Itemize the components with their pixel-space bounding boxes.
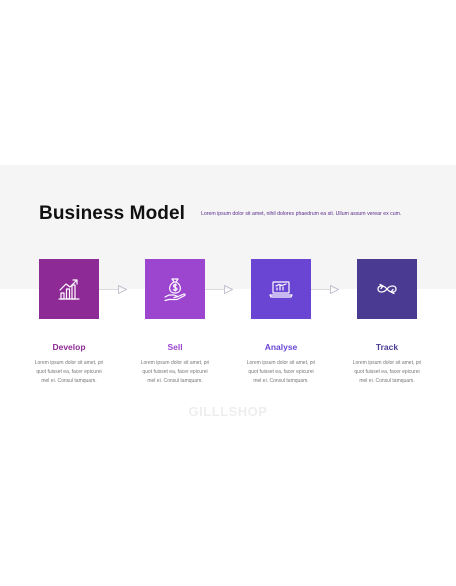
laptop-chart-icon <box>269 281 293 298</box>
description-line: mel ei. Consul tamquam. <box>41 378 97 384</box>
track-step-description: Lorem ipsum dolor sit amet, pri quot fui… <box>342 359 432 386</box>
description-line: quot fuisset ea, facer epicurei <box>142 369 208 375</box>
description-line: Lorem ipsum dolor sit amet, pri <box>34 360 104 366</box>
develop-step-title: Develop <box>52 342 86 352</box>
sell-step-box <box>145 259 205 319</box>
infinity-arrows-icon <box>377 283 397 295</box>
growth-chart-icon <box>58 279 80 300</box>
analyse-step-description: Lorem ipsum dolor sit amet, pri quot fui… <box>236 359 326 386</box>
description-line: Lorem ipsum dolor sit amet, pri <box>352 360 422 366</box>
description-line: Lorem ipsum dolor sit amet, pri <box>140 360 210 366</box>
money-bag-hand-icon <box>164 278 186 302</box>
slide-title: Business Model <box>39 203 186 224</box>
sell-step-title: Sell <box>167 342 183 352</box>
triangle-arrow-icon <box>330 285 339 294</box>
description-line: Lorem ipsum dolor sit amet, pri <box>246 360 316 366</box>
description-line: mel ei. Consul tamquam. <box>147 378 203 384</box>
connector-line <box>99 289 118 290</box>
analyse-step-title: Analyse <box>264 342 298 352</box>
description-line: quot fuisset ea, facer epicurei <box>36 369 102 375</box>
analyse-step-box <box>251 259 311 319</box>
slide-subtitle: Lorem ipsum dolor sit amet, nihil dolore… <box>201 211 402 217</box>
develop-step-description: Lorem ipsum dolor sit amet, pri quot fui… <box>24 359 114 386</box>
develop-step-box <box>39 259 99 319</box>
sell-step-description: Lorem ipsum dolor sit amet, pri quot fui… <box>130 359 220 386</box>
triangle-arrow-icon <box>224 285 233 294</box>
connector-line <box>205 289 224 290</box>
connector-line <box>311 289 330 290</box>
description-line: quot fuisset ea, facer epicurei <box>354 369 420 375</box>
watermark-text: GILLLSHOP <box>188 404 268 419</box>
description-line: quot fuisset ea, facer epicurei <box>248 369 314 375</box>
description-line: mel ei. Consul tamquam. <box>359 378 415 384</box>
track-step-title: Track <box>375 342 399 352</box>
description-line: mel ei. Consul tamquam. <box>253 378 309 384</box>
track-step-box <box>357 259 417 319</box>
triangle-arrow-icon <box>118 285 127 294</box>
